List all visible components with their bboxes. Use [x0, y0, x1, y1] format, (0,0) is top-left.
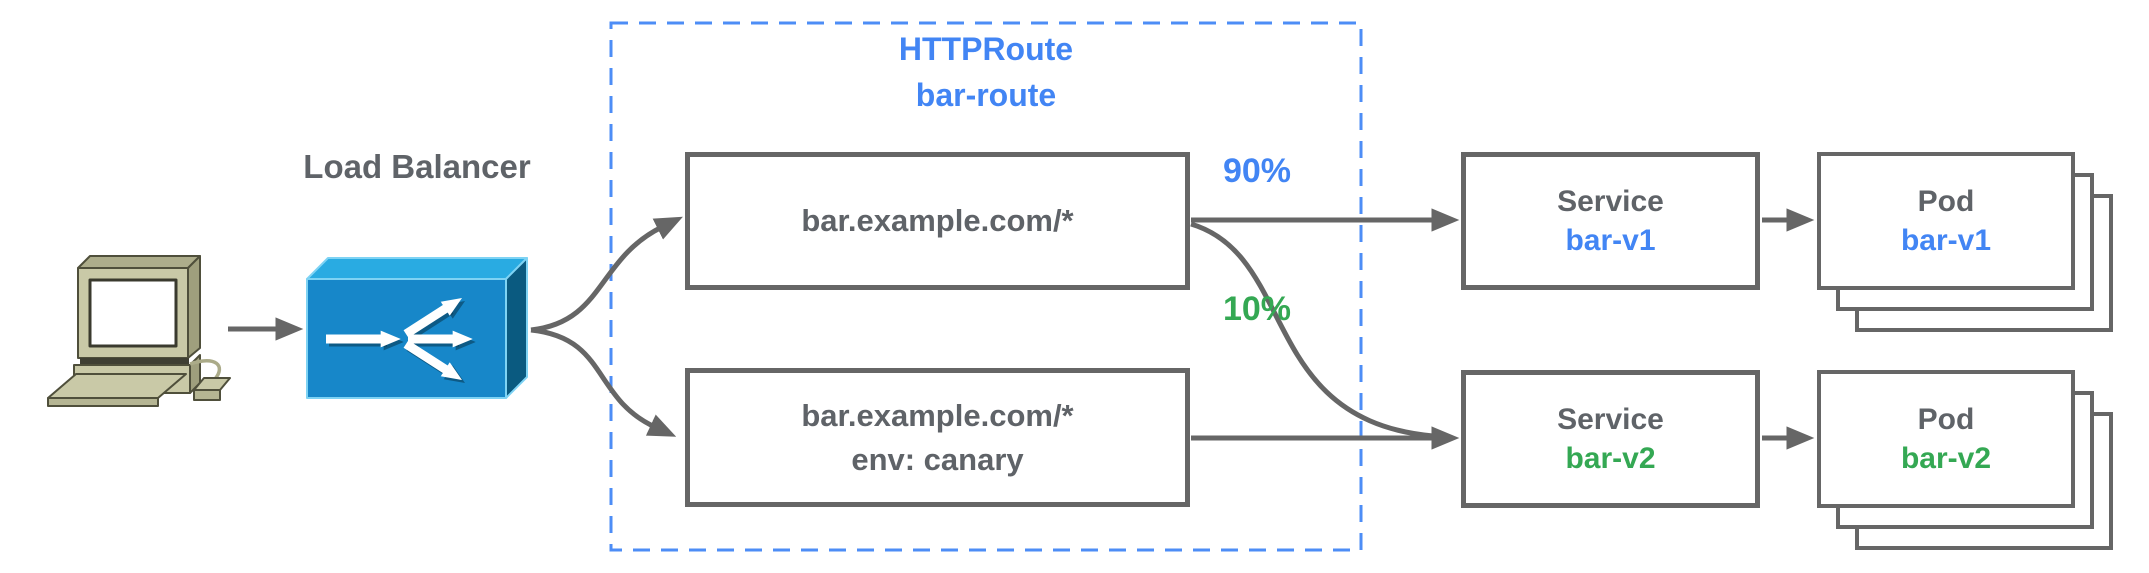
arrow-rule-split-to-service-v2 — [1190, 221, 1434, 439]
pod-v2-name: bar-v2 — [1900, 442, 1992, 475]
keyboard-front — [47, 397, 159, 407]
service-v1-name: bar-v1 — [1565, 224, 1656, 257]
route-rule-canary-match: bar.example.com/* — [801, 397, 1074, 433]
service-v2-name: bar-v2 — [1565, 442, 1656, 475]
lb-top-face — [306, 257, 528, 280]
lb-side-face — [505, 257, 528, 399]
keyboard-top — [47, 373, 187, 399]
pod-bar-v1-stack: Pod bar-v1 — [1817, 152, 2117, 336]
load-balancer-label: Load Balancer — [303, 148, 531, 185]
weight-label-v2: 10% — [1222, 290, 1292, 328]
httproute-name: bar-route — [915, 77, 1057, 113]
route-rule-canary-header: env: canary — [851, 441, 1024, 477]
service-bar-v2-box: Service bar-v2 — [1461, 370, 1760, 508]
mouse-cable — [189, 358, 222, 381]
arrow-lb-to-rule-default — [530, 216, 683, 333]
monitor-side-face — [187, 255, 201, 359]
route-rule-canary-box: bar.example.com/* env: canary — [685, 368, 1190, 507]
pod-v2-kind: Pod — [1917, 403, 1975, 436]
pod-v1-kind: Pod — [1917, 185, 1975, 218]
pod-bar-v2-stack: Pod bar-v2 — [1817, 370, 2117, 554]
arrow-lb-to-rule-canary — [530, 327, 677, 437]
httproute-boundary — [609, 21, 1363, 552]
route-rule-default-box: bar.example.com/* — [685, 152, 1190, 290]
desktop-computer-icon — [47, 255, 231, 407]
monitor-screen — [88, 278, 178, 348]
monitor-gap — [80, 358, 189, 364]
httproute-title: HTTPRoute bar-route — [611, 26, 1361, 118]
service-v1-kind: Service — [1557, 185, 1664, 218]
lb-fan-arrows — [326, 297, 473, 381]
route-rule-default-match: bar.example.com/* — [801, 203, 1074, 238]
service-bar-v1-box: Service bar-v1 — [1461, 152, 1760, 290]
monitor-top-face — [77, 255, 201, 269]
load-balancer-icon — [306, 257, 528, 399]
pod-bar-v2-box: Pod bar-v2 — [1817, 370, 2075, 508]
httproute-kind: HTTPRoute — [898, 31, 1074, 67]
pod-v1-name: bar-v1 — [1900, 224, 1992, 257]
pod-bar-v1-box: Pod bar-v1 — [1817, 152, 2075, 290]
service-v2-kind: Service — [1557, 403, 1664, 436]
weight-label-v1: 90% — [1222, 152, 1292, 190]
mouse-front — [193, 389, 221, 401]
